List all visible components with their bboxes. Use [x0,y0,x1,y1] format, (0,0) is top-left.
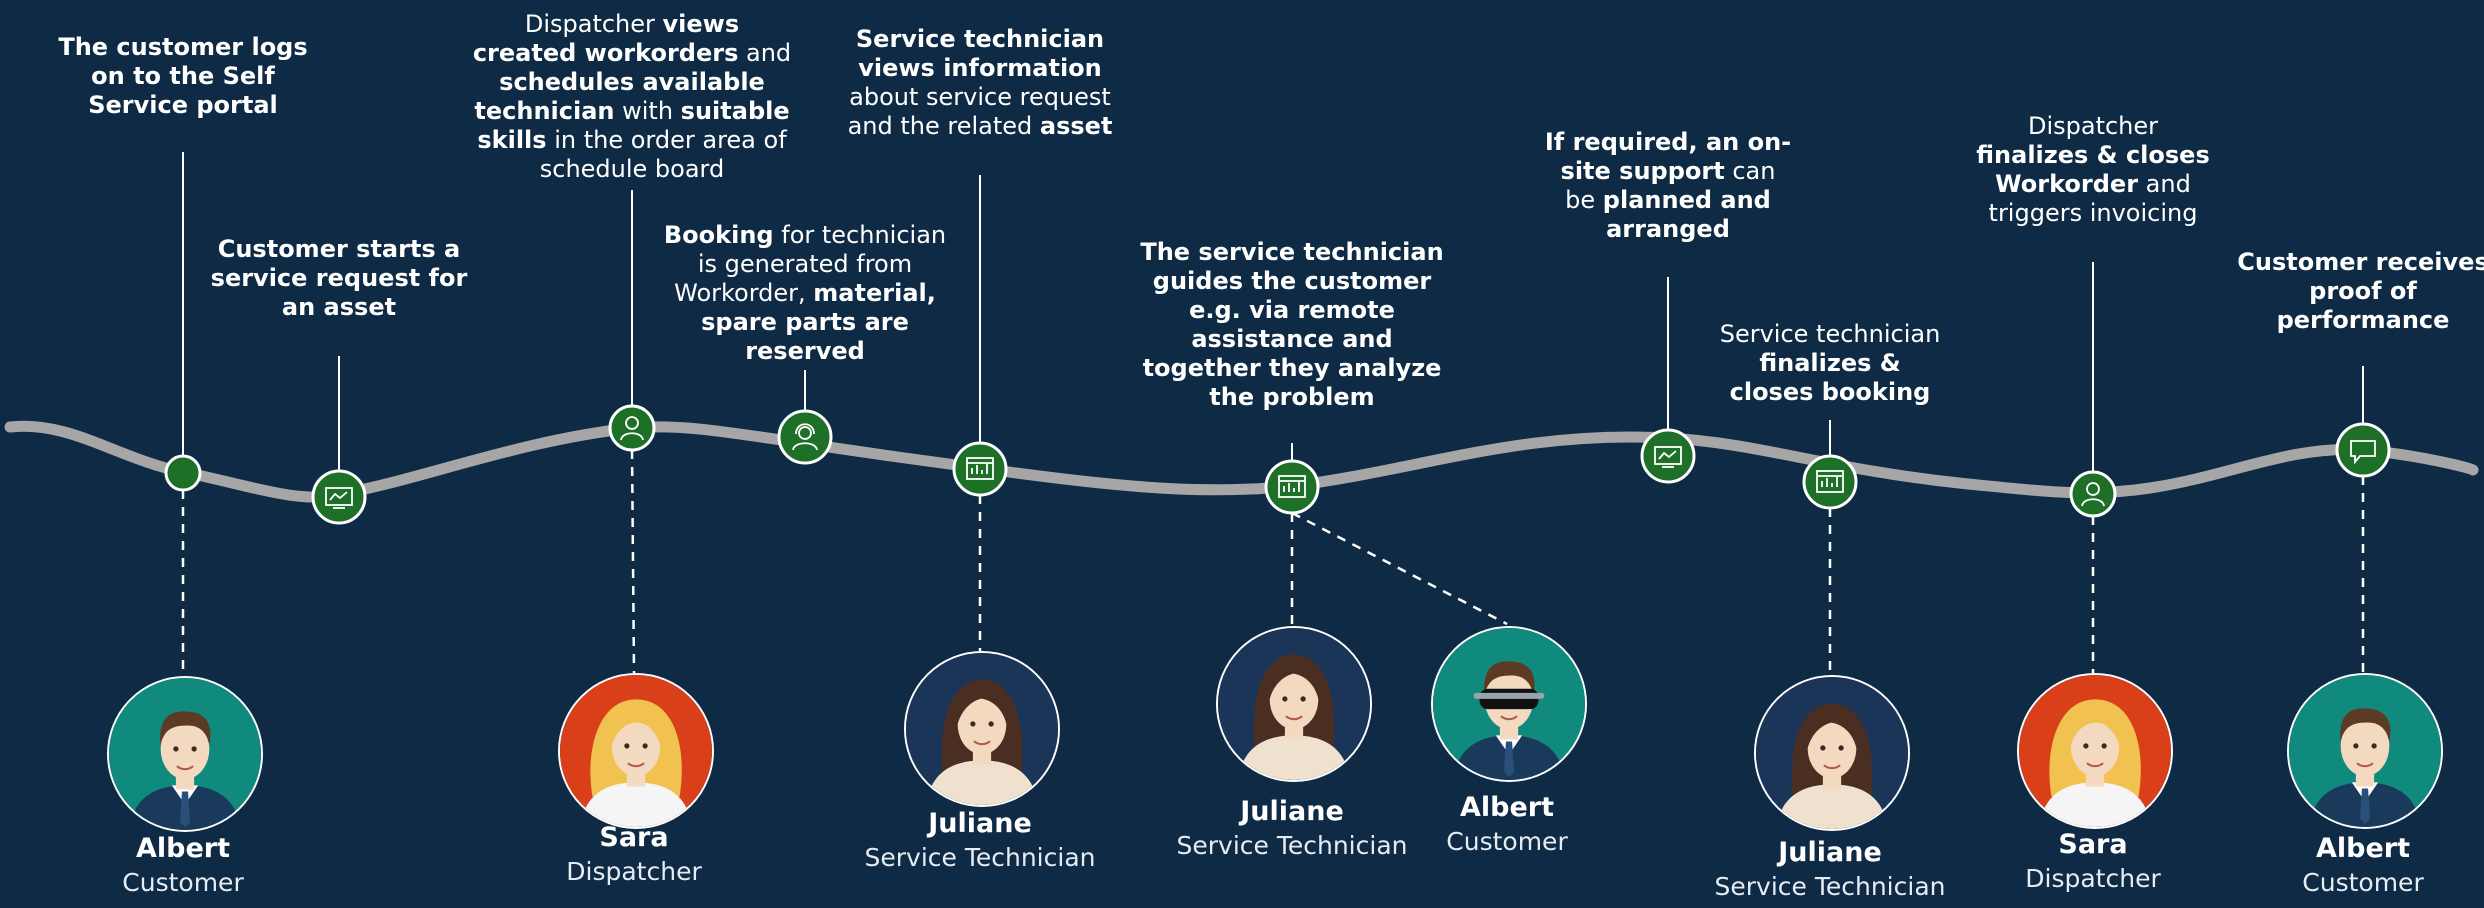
step-description-6: The service technician guides the custom… [1137,238,1447,412]
person-role: Service Technician [1176,831,1408,860]
step-text-segment: If required, an on-site support [1544,128,1792,185]
step-node-6 [1264,459,1320,515]
avatar-juliane [1754,675,1910,831]
person-name: Juliane [1778,837,1882,868]
step-text-segment: finalizes & closes Workorder [1976,141,2210,198]
step-text-segment: schedules available technician [474,68,765,125]
avatar-sara [2017,673,2173,829]
avatar-vr-headset-icon [1433,628,1585,780]
step-text-segment: asset [1039,112,1113,140]
person-role: Dispatcher [566,857,702,886]
step-node-2 [311,469,367,525]
avatar-portrait-icon [1756,677,1908,829]
person-role: Dispatcher [2025,864,2161,893]
step-description-3: Dispatcher views created workorders and … [472,10,792,184]
avatar-portrait-icon [2019,675,2171,827]
step-node-3 [608,404,656,452]
step-text-segment: Dispatcher [2027,112,2159,140]
avatar-sara [558,673,714,829]
person-name: Albert [2315,833,2410,864]
person-role: Service Technician [864,843,1096,872]
step-text-segment: in the order area of schedule board [539,126,787,183]
step-node-8 [1802,454,1858,510]
dashboard-icon [1278,475,1306,498]
step-node-4 [777,409,833,465]
avatar-juliane [904,651,1060,807]
chat-icon [2350,440,2376,465]
step-description-1: The customer logs on to the Self Service… [38,33,328,120]
step-description-5: Service technician views information abo… [825,25,1135,141]
step-description-2: Customer starts a service request for an… [194,235,484,322]
person-role: Customer [1446,827,1568,856]
headset-icon [792,423,818,451]
monitor-chart-icon [325,487,353,509]
step-text-segment: suitable skills [477,97,790,154]
person-name: Sara [599,822,669,853]
step-description-9: Dispatcher finalizes & closes Workorder … [1973,112,2213,228]
person-name: Albert [135,833,230,864]
person-role: Service Technician [1714,872,1946,901]
person-role: Customer [2302,868,2424,897]
step-text-segment: finalizes & closes booking [1729,349,1931,406]
avatar-albert [107,676,263,832]
step-description-4: Booking for technician is generated from… [655,221,955,366]
avatar-portrait-icon [2289,675,2441,827]
step-node-5 [952,441,1008,497]
step-text-segment: Dispatcher [524,10,663,38]
person-role: Customer [122,868,244,897]
step-text-segment: and [738,39,792,67]
person-connector [630,449,636,674]
person-connector [1291,511,1508,626]
person-name: Juliane [1240,796,1344,827]
step-text-segment: views created workorders [472,10,740,67]
step-node-9 [2069,470,2117,518]
person-name: Albert [1459,792,1554,823]
person-icon [620,416,644,441]
step-text-segment: Service technician views information [855,25,1105,82]
step-text-segment: The service technician guides the custom… [1140,238,1444,411]
step-description-7: If required, an on-site support can be p… [1543,128,1793,244]
person-name: Sara [2058,829,2128,860]
step-text-segment: for technician is generated from Workord… [674,221,947,307]
avatar-albert [2287,673,2443,829]
avatar-portrait-icon [109,678,261,830]
avatar-albert [1431,626,1587,782]
step-text-segment: about service request and the related [847,83,1111,140]
step-text-segment: planned and arranged [1602,186,1771,243]
avatar-portrait-icon [560,675,712,827]
avatar-portrait-icon [1218,628,1370,780]
dashboard-icon [1816,470,1844,493]
step-text-segment: Service technician [1719,320,1941,348]
person-name: Juliane [928,808,1032,839]
person-icon [2081,482,2105,507]
step-text-segment: and triggers invoicing [1988,170,2198,227]
step-node-7 [1640,428,1696,484]
step-text-segment: can be [1565,157,1776,214]
monitor-chart-icon [1654,446,1682,468]
step-node-10 [2335,422,2391,478]
step-node-1 [164,454,202,492]
step-text-segment: Booking [663,221,774,249]
avatar-juliane [1216,626,1372,782]
step-text-segment: Customer starts a service request for an… [210,235,468,321]
step-text-segment: Customer receives proof of performance [2237,248,2484,334]
avatar-portrait-icon [906,653,1058,805]
step-description-8: Service technician finalizes & closes bo… [1715,320,1945,407]
step-text-segment: with [614,97,681,125]
dashboard-icon [966,457,994,480]
step-text-segment: material, spare parts are reserved [701,279,936,365]
step-description-10: Customer receives proof of performance [2233,248,2484,335]
step-text-segment: The customer logs on to the Self Service… [58,33,308,119]
